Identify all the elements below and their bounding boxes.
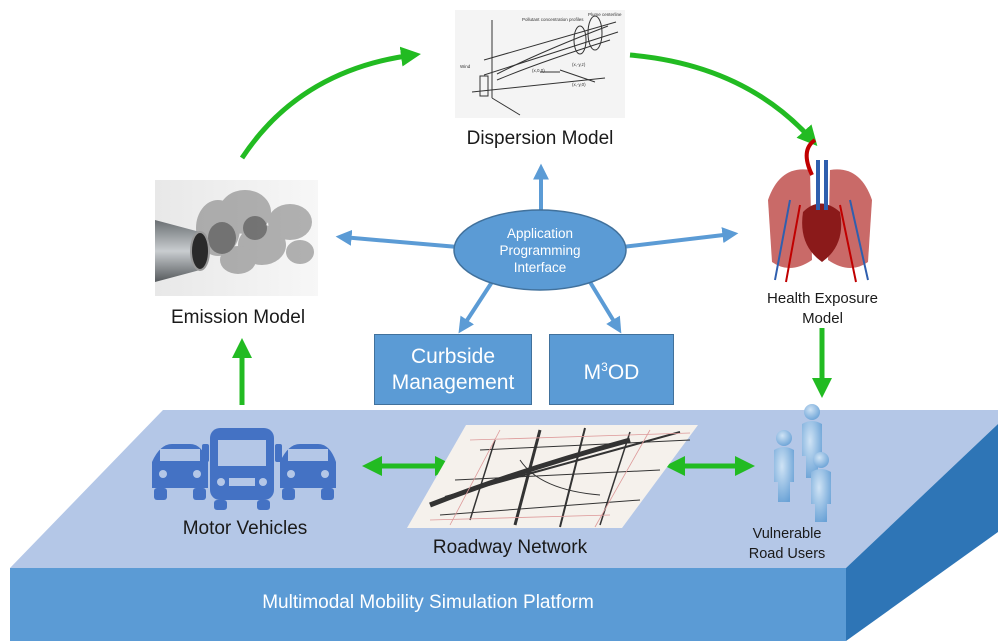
health-exposure-label: Health Exposure Model: [750, 289, 895, 329]
m3od-label: M3OD: [583, 359, 640, 384]
green-flow-arrows: [232, 46, 832, 476]
plot-annot-wind: Wind: [460, 64, 471, 69]
vulnerable-road-users-icon: [774, 404, 831, 522]
plot-annot-point2: (x,-y,z): [572, 62, 586, 67]
exhaust-pipe-image: [155, 180, 318, 296]
plot-annot-point3: (x,-y,0): [572, 82, 586, 87]
arrow-api-to-curbside: [458, 280, 494, 334]
health-exposure-line1: Health Exposure: [767, 290, 878, 307]
api-line1: Application: [506, 226, 574, 241]
arrow-dispersion-to-health: [629, 52, 818, 146]
dispersion-model-label: Dispersion Model: [466, 128, 614, 149]
plot-annot-concentration: Pollutant concentration profiles: [522, 17, 584, 22]
m3od-box: M3OD: [549, 334, 674, 405]
api-line2: Programming: [499, 243, 581, 258]
api-line3: Interface: [513, 260, 567, 275]
platform-label: Multimodal Mobility Simulation Platform: [262, 592, 594, 613]
api-arrows: [335, 163, 739, 334]
health-exposure-line2: Model: [802, 310, 843, 327]
vulnerable-road-users-label: Vulnerable Road Users: [732, 524, 842, 564]
dispersion-plot-image: Pollutant concentration profiles Plume c…: [455, 10, 625, 118]
motor-vehicles-icon: [152, 428, 336, 510]
heart-lungs-icon: [768, 138, 872, 283]
emission-model-label: Emission Model: [170, 307, 306, 328]
curbside-management-box: Curbside Management: [374, 334, 532, 405]
motor-vehicles-label: Motor Vehicles: [182, 518, 308, 539]
bus-icon: [202, 428, 282, 510]
arrow-api-to-health: [621, 227, 739, 249]
person-icon: [811, 452, 831, 522]
platform-side: [846, 424, 998, 641]
platform-front: [10, 568, 846, 641]
arrow-emission-to-dispersion: [239, 46, 421, 160]
api-label: Application Programming Interface: [462, 225, 618, 276]
api-ellipse: [453, 209, 627, 291]
person-icon: [774, 430, 794, 502]
curbside-line2: Management: [391, 370, 515, 394]
vru-line2: Road Users: [748, 546, 826, 562]
roadway-network-map: [407, 425, 698, 528]
plot-annot-centerline: Plume centerline: [588, 12, 622, 17]
plot-annot-point1: (x,0,0): [532, 68, 545, 73]
car-icon: [152, 444, 208, 500]
vru-line1: Vulnerable: [752, 526, 822, 542]
arrow-api-to-m3od: [588, 280, 622, 334]
arrow-api-to-emission: [335, 229, 459, 249]
curbside-line1: Curbside: [410, 344, 496, 368]
car-icon: [280, 444, 336, 500]
roadway-network-label: Roadway Network: [432, 537, 588, 558]
